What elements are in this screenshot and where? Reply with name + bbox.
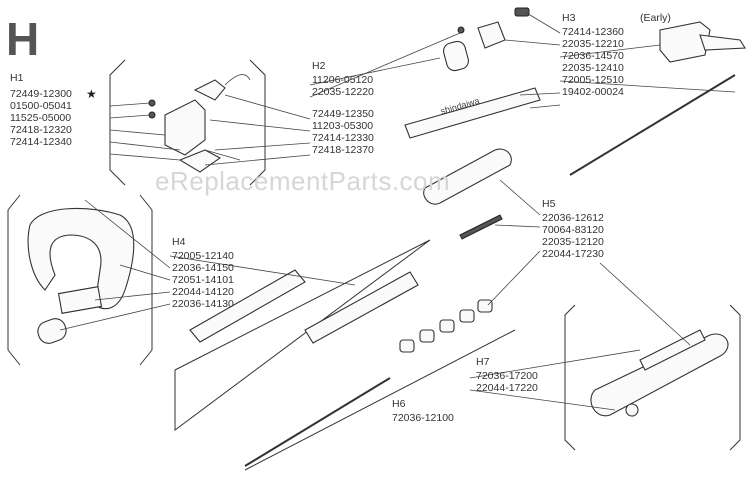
h7-bracket [564,304,741,451]
part-number[interactable]: 72036-17200 [476,370,538,382]
group-h1: H1 [10,72,23,84]
rear-handle-part [590,329,729,417]
group-h5-label: H5 [542,198,556,210]
group-h6-label: H6 [392,398,406,410]
part-number[interactable]: 72036-12100 [392,412,454,424]
section-letter: H [6,13,40,65]
part-number[interactable]: 22036-14150 [172,262,234,274]
leader-lines [59,11,736,411]
collar-part [442,21,506,72]
part-number[interactable]: 01500-05041 [10,100,72,112]
group-h4-label: H4 [172,236,186,248]
part-number[interactable]: 70064-83120 [542,224,604,236]
part-number[interactable]: 11203-05300 [312,120,374,132]
part-number[interactable]: 22035-12210 [562,38,624,50]
part-number[interactable]: 22036-14130 [172,298,234,310]
watermark: eReplacementParts.com [155,166,451,196]
part-number[interactable]: 72414-12330 [312,132,374,144]
part-number[interactable]: 22044-17220 [476,382,538,394]
part-number[interactable]: 22036-12612 [542,212,604,224]
part-number[interactable]: 11525-05000 [10,112,72,124]
part-number[interactable]: 72051-14101 [172,274,234,286]
group-h7-label: H7 [476,356,490,368]
part-number[interactable]: 72418-12370 [312,144,374,156]
part-number[interactable]: 72414-12340 [10,136,72,148]
part-number[interactable]: 22035-12220 [312,86,374,98]
part-number[interactable]: 72036-14570 [562,50,624,62]
loop-handle-part [27,207,135,344]
part-number[interactable]: 72449-12350 [312,108,374,120]
group-h3-label: H3 [562,12,576,24]
part-number[interactable]: 22035-12120 [542,236,604,248]
h1-bracket [109,59,266,186]
part-number[interactable]: 22035-12410 [562,62,624,74]
part-number[interactable]: 19402-00024 [562,86,624,98]
h4-bracket [7,194,153,366]
part-number[interactable]: 22044-14120 [172,286,234,298]
part-number[interactable]: 72005-12140 [172,250,234,262]
drive-shaft-part [569,74,736,176]
h6-bracket [174,239,516,471]
star-icon: ★ [86,87,97,101]
shindaiwa-decal-part [404,87,541,139]
group-h1-label: H1 [10,72,24,84]
part-number[interactable]: 72414-12360 [562,26,624,38]
throttle-handle-part [514,7,746,63]
shaft-tube-part [189,269,493,467]
part-number[interactable]: 22044-17230 [542,248,604,260]
part-number[interactable]: 72418-12320 [10,124,72,136]
part-number[interactable]: 72005-12510 [562,74,624,86]
part-number[interactable]: 11206-05120 [312,74,374,86]
group-h2-label: H2 [312,60,326,72]
grip-part [423,148,512,240]
early-note: (Early) [640,12,671,24]
part-number[interactable]: 72449-12300 [10,88,72,100]
switch-housing-part [148,74,251,173]
